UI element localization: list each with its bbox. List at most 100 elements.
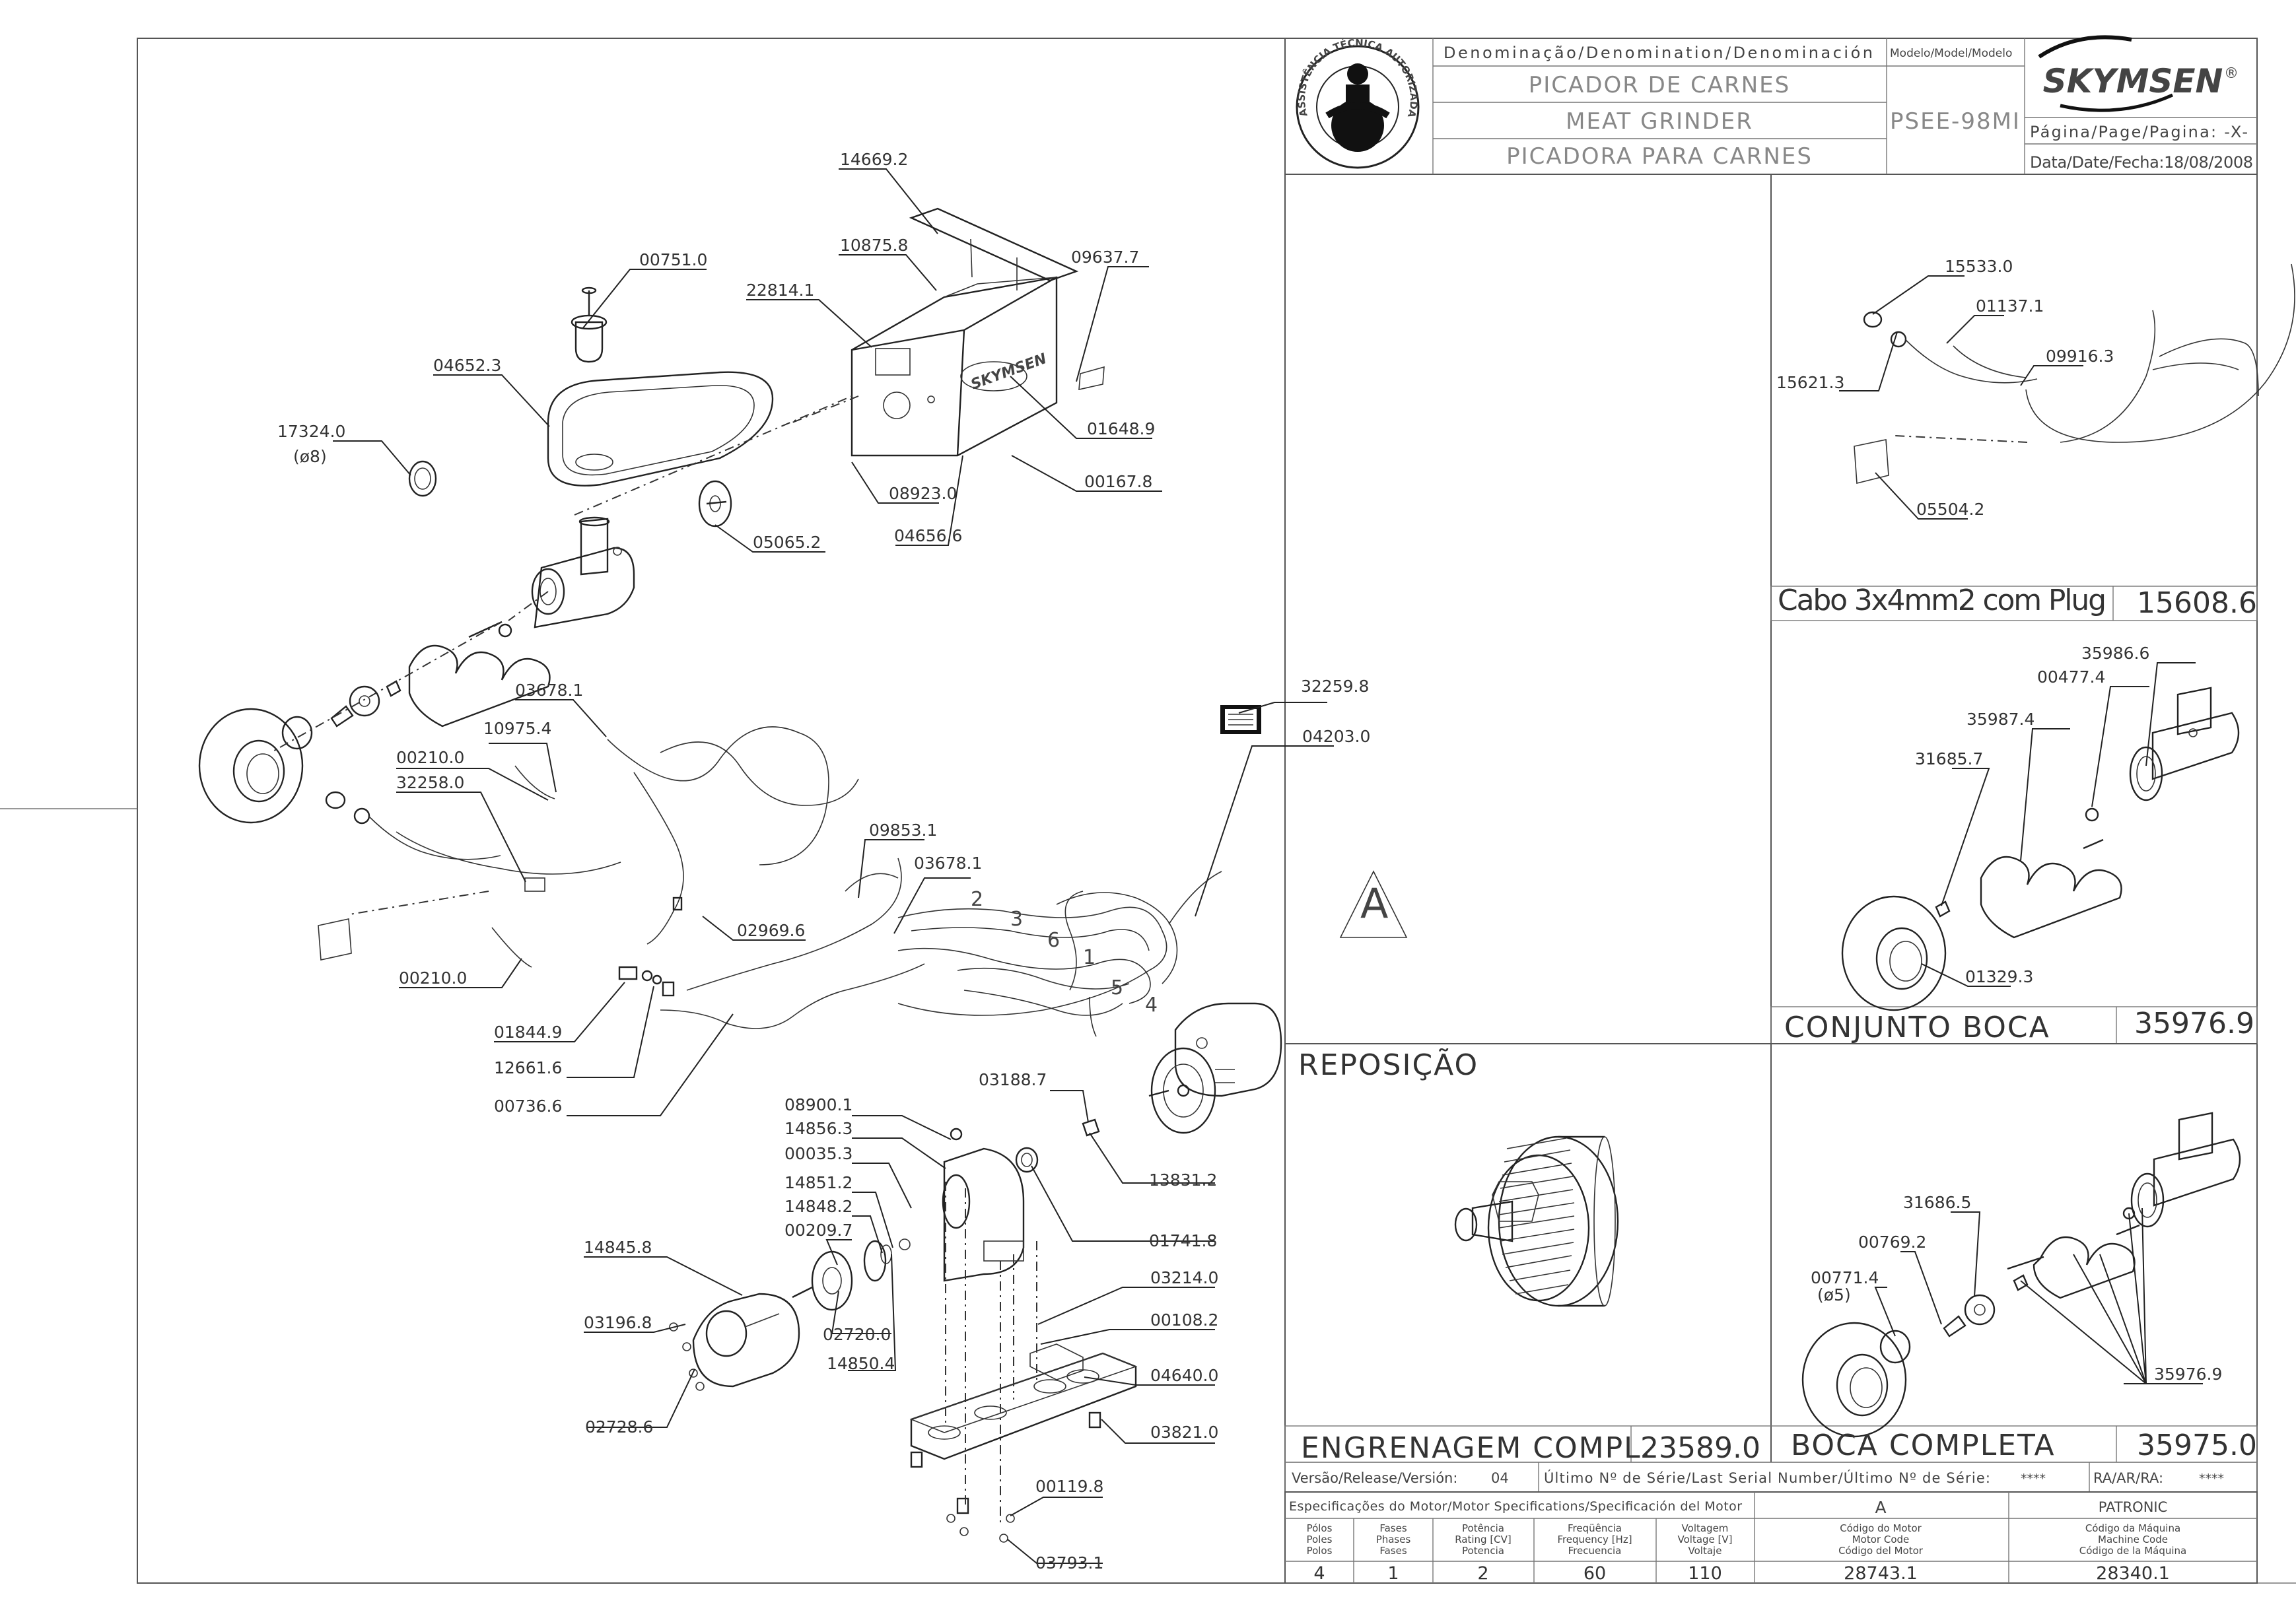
part-number-label: 08900.1 <box>784 1095 852 1114</box>
part-number-label: 03678.1 <box>515 681 583 700</box>
drive-gear-disk <box>698 480 732 527</box>
spec-header-frequency: Freqüência <box>1568 1522 1622 1534</box>
part-number-label: 04652.3 <box>433 356 501 375</box>
boca-set-code: 35976.9 <box>2134 1007 2254 1040</box>
part-number-label: 14848.2 <box>784 1197 852 1216</box>
svg-text:SKYMSEN: SKYMSEN <box>969 351 1049 393</box>
part-number-label: 04203.0 <box>1302 727 1370 746</box>
spec-header-voltage: Voltage [V] <box>1678 1534 1733 1545</box>
part-number-label: 03214.0 <box>1150 1268 1218 1287</box>
rating-label-plate <box>1220 705 1261 734</box>
cable-panel: 15533.0 01137.1 15621.3 09916.3 05504.2 … <box>1776 257 2295 620</box>
page-label: Página/Page/Pagina: -X- <box>2030 123 2248 141</box>
motor-code-value: 28743.1 <box>1844 1563 1918 1584</box>
part-number-label: 14856.3 <box>784 1119 852 1138</box>
part-number-label: 00736.6 <box>494 1097 562 1116</box>
release-row: Versão/Release/Versión: 04 Último Nº de … <box>1284 1462 2258 1493</box>
model-value: PSEE-98MI <box>1890 108 2021 135</box>
product-name-es: PICADORA PARA CARNES <box>1506 143 1813 170</box>
part-number-label: 09916.3 <box>2046 347 2114 366</box>
spec-header-phases: Phases <box>1376 1534 1411 1545</box>
reposicao-heading: REPOSIÇÃO <box>1298 1048 1478 1082</box>
spec-header-phases: Fases <box>1379 1545 1407 1557</box>
machine-code-header: Código de la Máquina <box>2079 1545 2186 1557</box>
part-number-label: 02720.0 <box>823 1325 891 1344</box>
part-number-label: 15621.3 <box>1776 373 1844 392</box>
part-number-label: 00751.0 <box>639 250 707 269</box>
motor-letter: A <box>1875 1498 1886 1517</box>
date-label: Data/Date/Fecha:18/08/2008 <box>2030 153 2253 172</box>
wire-number: 4 <box>1145 994 1158 1017</box>
part-number-label: 00210.0 <box>396 748 464 767</box>
part-number-label: 01741.8 <box>1149 1231 1217 1250</box>
spec-header-voltage: Voltagem <box>1682 1522 1729 1534</box>
part-number-label: 00035.3 <box>784 1144 852 1163</box>
part-number-label: 35987.4 <box>1966 710 2035 729</box>
spec-value-poles: 4 <box>1313 1563 1325 1584</box>
part-number-label: 03188.7 <box>979 1070 1047 1089</box>
spec-header-rating: Rating [CV] <box>1455 1534 1512 1545</box>
brand-name: SKYMSEN <box>2043 62 2223 100</box>
part-number-label: 14845.8 <box>584 1238 652 1257</box>
serial-label: Último Nº de Série/Last Serial Number/Úl… <box>1544 1470 1990 1486</box>
part-number-label: 14851.2 <box>784 1173 852 1192</box>
wire-number: 6 <box>1047 929 1060 952</box>
wire-number: 5 <box>1111 976 1123 999</box>
spec-header-frequency: Frecuencia <box>1568 1545 1622 1557</box>
drawing-border <box>137 38 2258 1584</box>
part-number-label: 01137.1 <box>1976 296 2044 316</box>
part-number-label: 00209.7 <box>784 1221 852 1240</box>
skymsen-logo: SKYMSEN ® <box>2038 35 2239 112</box>
reposicao-code: 23589.0 <box>1640 1431 1760 1465</box>
part-number-label: 00108.2 <box>1150 1310 1218 1330</box>
spec-header-frequency: Frequency [Hz] <box>1557 1534 1632 1545</box>
part-number-label: 03821.0 <box>1150 1423 1218 1442</box>
switch-and-cable <box>318 726 925 1029</box>
part-number-label: 35986.6 <box>2081 644 2149 663</box>
part-number-label: (ø8) <box>293 447 327 466</box>
part-number-label: 04656.6 <box>894 526 962 545</box>
right-panels-grid <box>1284 174 2258 1583</box>
part-number-label: 14669.2 <box>840 150 908 169</box>
product-name-pt: PICADOR DE CARNES <box>1529 72 1791 98</box>
part-number-label: 09637.7 <box>1071 248 1139 267</box>
cable-panel-code: 15608.6 <box>2137 586 2257 620</box>
part-number-label: 04640.0 <box>1150 1366 1218 1385</box>
spec-value-rating: 2 <box>1477 1563 1488 1584</box>
spec-value-frequency: 60 <box>1583 1563 1606 1584</box>
spec-header-poles: Polos <box>1307 1545 1333 1557</box>
auger-assembly <box>198 460 551 824</box>
part-number-label: 01329.3 <box>1965 967 2033 986</box>
part-number-label: 00167.8 <box>1084 472 1152 491</box>
electric-motor <box>1148 870 1408 1134</box>
spec-header-rating: Potência <box>1462 1522 1504 1534</box>
motor-wire-harness <box>897 871 1222 1037</box>
part-number-label: 14850.4 <box>827 1354 895 1373</box>
authorized-service-seal-icon: ASSISTÊNCIA TÉCNICA AUTORIZADA <box>1296 37 1420 169</box>
spec-header-poles: Poles <box>1307 1534 1333 1545</box>
motor-code-header: Código do Motor <box>1840 1522 1922 1534</box>
grinder-head <box>531 395 859 628</box>
part-number-label: 15533.0 <box>1945 257 2013 276</box>
main-exploded-view: SKYMSEN <box>198 150 1408 1573</box>
version-label: Versão/Release/Versión: <box>1292 1470 1457 1486</box>
part-number-label: (ø5) <box>1817 1285 1851 1304</box>
part-number-label: 17324.0 <box>277 422 345 441</box>
boca-set-panel: 35986.6 00477.4 35987.4 31685.7 01329.3 … <box>1784 644 2254 1044</box>
part-number-label: 03678.1 <box>914 854 982 873</box>
part-number-label: 10875.8 <box>840 236 908 255</box>
wire-number: 3 <box>1010 908 1023 931</box>
brand-registered-mark: ® <box>2224 65 2239 82</box>
ra-label: RA/AR/RA: <box>2093 1470 2163 1486</box>
wire-number-labels: 2 3 6 1 5 4 <box>971 888 1158 1017</box>
boca-set-title: CONJUNTO BOCA <box>1784 1011 2050 1044</box>
model-label: Modelo/Model/Modelo <box>1890 47 2012 60</box>
part-number-label: 08923.0 <box>889 484 957 503</box>
part-number-label: 03793.1 <box>1035 1553 1103 1573</box>
feed-tray <box>547 287 774 487</box>
boca-set-illustration <box>1841 687 2240 1011</box>
part-number-label: 22814.1 <box>746 281 814 300</box>
reposicao-title: ENGRENAGEM COMPL. <box>1301 1431 1652 1465</box>
part-number-label: 32259.8 <box>1301 677 1369 696</box>
part-number-label: 10975.4 <box>483 719 551 738</box>
